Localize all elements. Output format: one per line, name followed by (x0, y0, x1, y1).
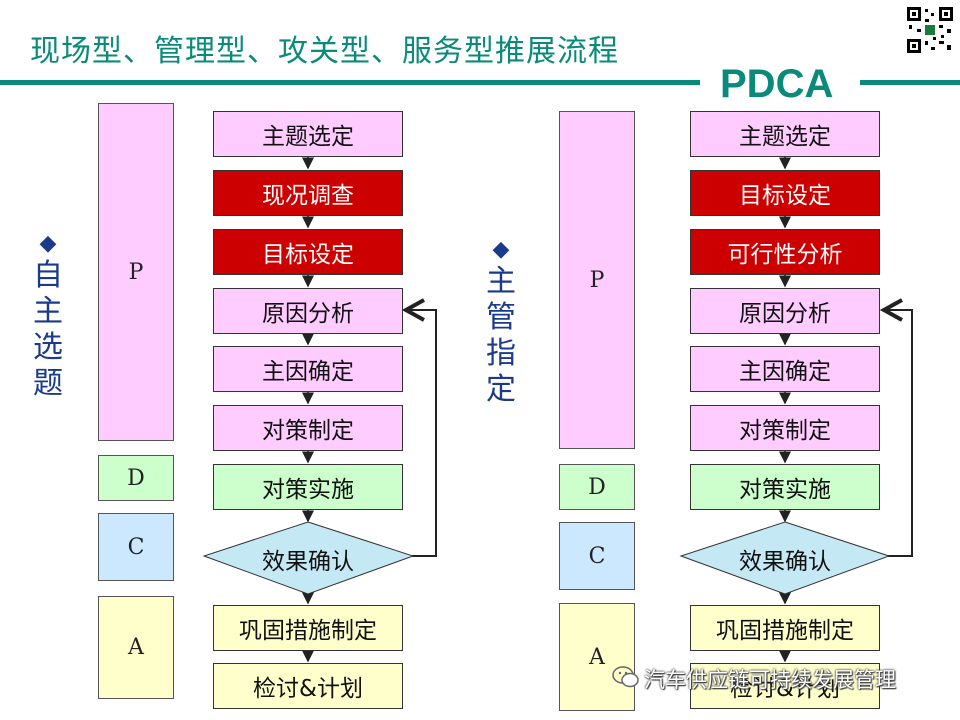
qr-code-icon (905, 5, 955, 55)
side-label-char: 定 (486, 372, 516, 407)
side-label-char: 指 (486, 336, 516, 371)
diamond-bullet-icon: ◆ (492, 237, 510, 262)
header-rule-left (0, 80, 700, 85)
step-main-cause: 主因确定 (690, 346, 880, 392)
right-side-label: ◆ 主 管 指 定 (486, 236, 516, 408)
side-label-char: 主 (33, 294, 63, 329)
step-review-plan: 检讨&计划 (213, 663, 403, 709)
decision-effect-check: 效果确认 (262, 549, 354, 575)
side-label-char: 主 (486, 264, 516, 299)
diamond-bullet-icon: ◆ (39, 231, 57, 256)
step-review-plan: 检讨&计划 (690, 663, 880, 709)
phase-a-left: A (98, 596, 174, 699)
phase-p-right: P (559, 111, 635, 449)
phase-c-right: C (559, 522, 635, 590)
step-main-cause: 主因确定 (213, 346, 403, 392)
side-label-char: 选 (33, 330, 63, 365)
side-label-char: 自 (33, 258, 63, 293)
step-countermeasure-impl: 对策实施 (213, 464, 403, 510)
decision-effect-check: 效果确认 (739, 549, 831, 575)
step-countermeasure-plan: 对策制定 (213, 405, 403, 451)
watermark-text: 汽车供应链可持续发展管理 (644, 668, 896, 692)
step-cause-analysis: 原因分析 (690, 288, 880, 334)
step-consolidation: 巩固措施制定 (690, 605, 880, 651)
step-status-survey: 现况调查 (213, 170, 403, 216)
step-topic-selection: 主题选定 (690, 111, 880, 157)
phase-d-right: D (559, 464, 635, 510)
step-countermeasure-plan: 对策制定 (690, 405, 880, 451)
step-feasibility-analysis: 可行性分析 (690, 229, 880, 275)
step-topic-selection: 主题选定 (213, 111, 403, 157)
wechat-icon (612, 666, 639, 688)
phase-d-left: D (98, 455, 174, 501)
page-title: 现场型、管理型、攻关型、服务型推展流程 (30, 34, 619, 69)
phase-a-right: A (559, 603, 635, 711)
phase-c-left: C (98, 513, 174, 581)
side-label-char: 题 (33, 366, 63, 401)
pdca-badge: PDCA (720, 62, 834, 106)
step-countermeasure-impl: 对策实施 (690, 464, 880, 510)
step-goal-setting: 目标设定 (213, 229, 403, 275)
step-cause-analysis: 原因分析 (213, 288, 403, 334)
side-label-char: 管 (486, 300, 516, 335)
phase-p-left: P (98, 103, 174, 441)
header-rule-right (860, 80, 960, 85)
left-side-label: ◆ 自 主 选 题 (33, 230, 63, 402)
step-consolidation: 巩固措施制定 (213, 605, 403, 651)
step-goal-setting: 目标设定 (690, 170, 880, 216)
